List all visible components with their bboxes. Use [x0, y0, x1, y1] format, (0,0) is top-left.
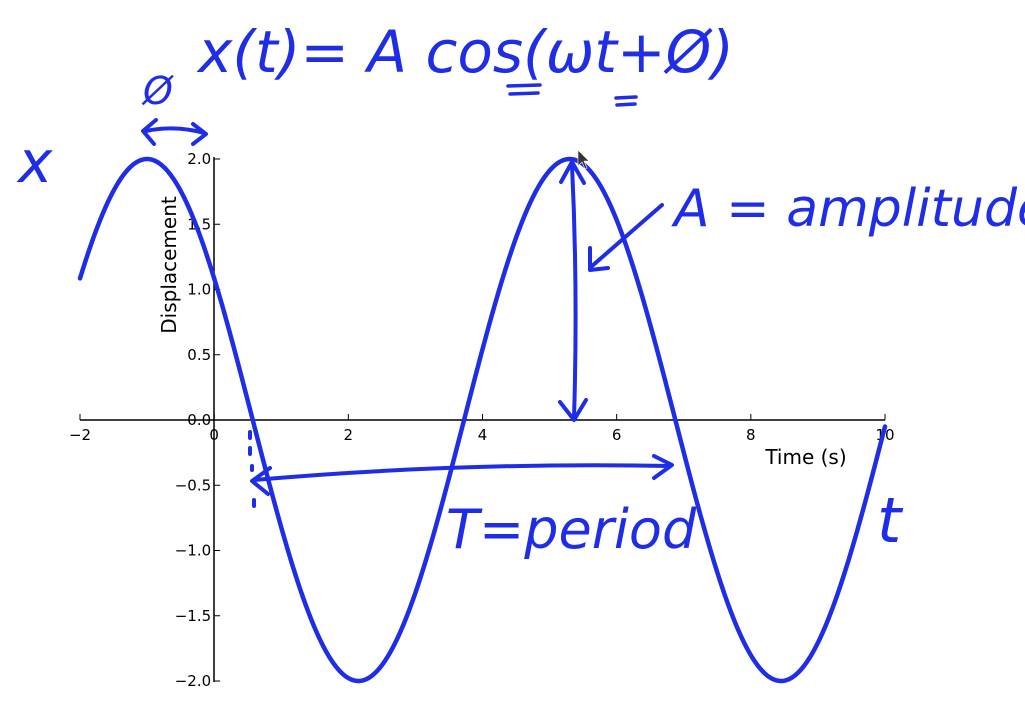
y-tick-label: −0.5 [175, 476, 211, 494]
x-axis-letter-annotation: x [16, 128, 53, 196]
period-start-dots [248, 430, 256, 508]
y-tick-label: −1.5 [175, 607, 211, 625]
phi-underline [614, 95, 638, 107]
y-tick-label: 1.0 [187, 281, 211, 299]
y-tick-label: −1.0 [175, 542, 211, 560]
t-axis-letter-annotation: t [877, 484, 904, 557]
y-tick-label: 2.0 [187, 150, 211, 168]
y-tick-label: −2.0 [175, 672, 211, 690]
x-tick-label: 2 [344, 426, 354, 444]
y-tick-label: 0.0 [187, 411, 211, 429]
y-tick-group: 2.01.51.00.50.0−0.5−1.0−1.5−2.0 [175, 150, 221, 690]
period-annotation: T=period [446, 498, 697, 561]
x-tick-label: 0 [209, 426, 219, 444]
displacement-curve [77, 156, 888, 684]
amplitude-double-arrow [558, 160, 588, 422]
mouse-cursor-icon [577, 149, 590, 170]
phase-symbol-annotation: Ø [141, 69, 174, 113]
amplitude-pointer [588, 203, 664, 272]
x-tick-label: −2 [69, 426, 91, 444]
equation-annotation: x(t)= A cos(ωt+Ø) [196, 18, 734, 86]
period-double-arrow [250, 454, 674, 496]
x-tick-label: 6 [612, 426, 622, 444]
amplitude-annotation: A = amplitude [671, 179, 1025, 239]
phase-shift-arrow [141, 118, 208, 146]
y-tick-label: 0.5 [187, 346, 211, 364]
y-axis-title: Displacement [157, 196, 181, 334]
x-tick-label: 4 [478, 426, 488, 444]
omega-underline [506, 83, 542, 96]
x-axis-title: Time (s) [764, 445, 846, 469]
x-tick-label: 8 [746, 426, 756, 444]
